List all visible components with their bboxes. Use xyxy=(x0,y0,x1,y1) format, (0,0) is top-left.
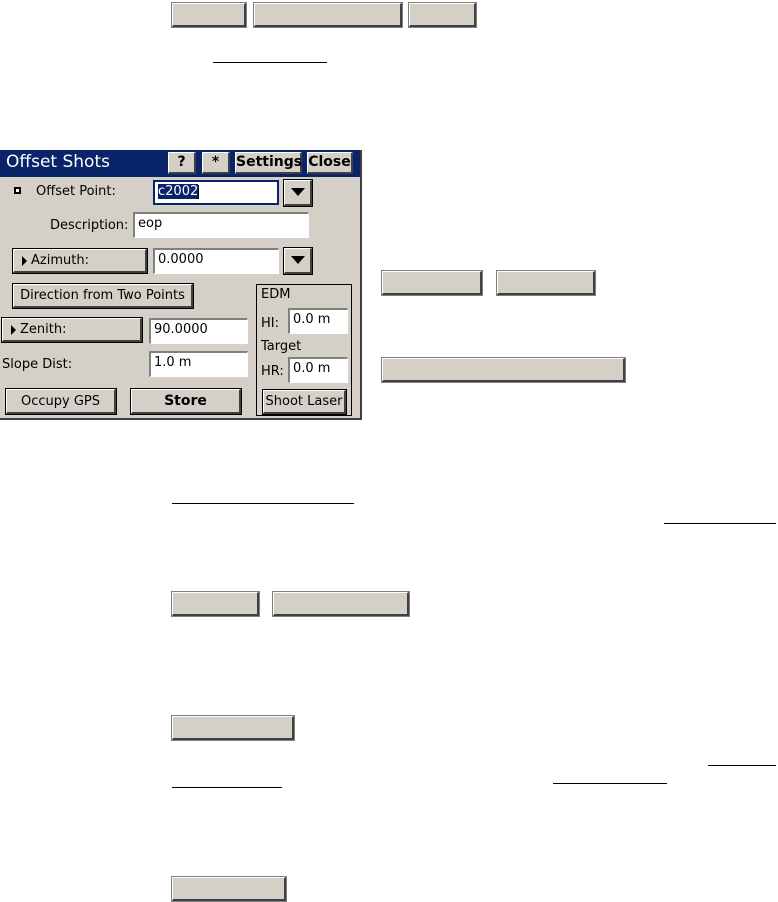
doc-button-placeholder xyxy=(253,2,403,28)
zenith-input[interactable]: 90.0000 xyxy=(149,318,248,344)
doc-button-placeholder xyxy=(171,591,260,617)
direction-from-two-points-button[interactable]: Direction from Two Points xyxy=(12,283,194,309)
offset-shots-window: Offset Shots ? * Settings Close Offset P… xyxy=(0,150,362,420)
help-button[interactable]: ? xyxy=(168,152,196,174)
doc-button-placeholder xyxy=(272,591,410,617)
offset-point-dropdown[interactable] xyxy=(283,179,313,207)
doc-underline-blank xyxy=(708,765,776,766)
edm-group: EDM HI: 0.0 m Target HR: 0.0 m Shoot Las… xyxy=(256,284,352,416)
doc-underline-blank xyxy=(213,62,327,63)
offset-point-input[interactable]: c2002 xyxy=(153,180,279,205)
occupy-gps-button[interactable]: Occupy GPS xyxy=(5,388,117,415)
hi-input[interactable]: 0.0 m xyxy=(288,308,348,334)
doc-button-placeholder xyxy=(408,2,477,28)
title-bar: Offset Shots ? * Settings Close xyxy=(0,150,360,177)
description-label: Description: xyxy=(50,218,129,233)
hr-label: HR: xyxy=(261,364,284,379)
azimuth-dropdown[interactable] xyxy=(283,247,313,275)
doc-button-placeholder xyxy=(171,876,287,902)
target-label: Target xyxy=(261,339,302,354)
doc-underline-blank xyxy=(553,783,667,784)
offset-point-label: Offset Point: xyxy=(36,184,116,199)
slope-dist-input[interactable]: 1.0 m xyxy=(149,351,248,377)
azimuth-label: Azimuth: xyxy=(31,253,89,268)
text-cursor xyxy=(198,184,200,199)
chevron-down-icon xyxy=(291,188,305,196)
description-input[interactable]: eop xyxy=(133,212,309,238)
zenith-button[interactable]: Zenith: xyxy=(1,317,143,343)
bullet-icon xyxy=(14,187,21,194)
chevron-down-icon xyxy=(291,256,305,264)
azimuth-button[interactable]: Azimuth: xyxy=(12,248,148,274)
star-button[interactable]: * xyxy=(202,152,230,174)
edm-title: EDM xyxy=(261,287,291,302)
offset-point-value: c2002 xyxy=(158,184,199,199)
doc-button-placeholder xyxy=(381,357,626,383)
store-button[interactable]: Store xyxy=(130,388,242,415)
azimuth-input[interactable]: 0.0000 xyxy=(153,248,279,274)
shoot-laser-button[interactable]: Shoot Laser xyxy=(262,389,347,415)
doc-underline-blank xyxy=(664,523,776,524)
slope-dist-label: Slope Dist: xyxy=(2,357,73,372)
doc-underline-blank xyxy=(172,503,354,504)
triangle-right-icon xyxy=(22,255,27,266)
hr-input[interactable]: 0.0 m xyxy=(288,357,348,383)
close-button[interactable]: Close xyxy=(307,152,353,174)
hi-label: HI: xyxy=(261,316,279,331)
doc-button-placeholder xyxy=(381,270,483,296)
window-title: Offset Shots xyxy=(6,152,110,172)
doc-underline-blank xyxy=(172,787,282,788)
settings-button[interactable]: Settings xyxy=(235,152,302,174)
doc-button-placeholder xyxy=(496,270,596,296)
triangle-right-icon xyxy=(11,324,16,335)
doc-button-placeholder xyxy=(171,715,295,741)
zenith-label: Zenith: xyxy=(20,322,67,337)
doc-button-placeholder xyxy=(171,2,247,28)
